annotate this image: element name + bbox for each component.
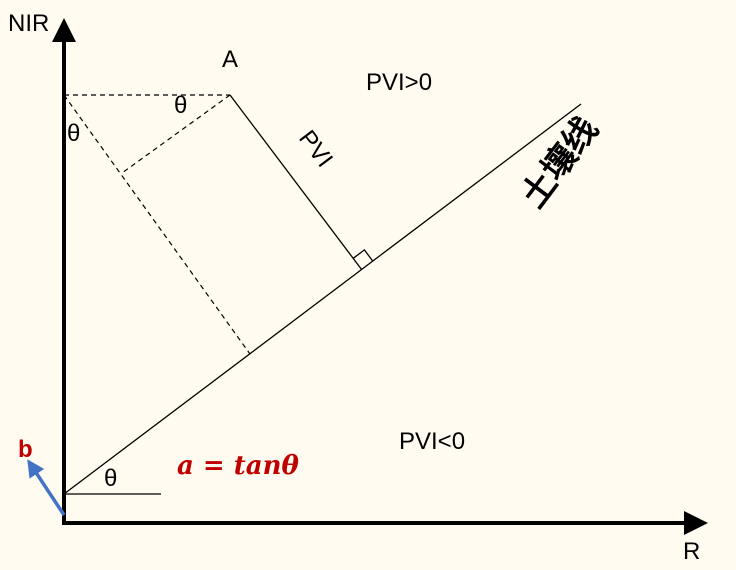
dashed-from-a [121,94,231,174]
pvi-positive-label: PVI>0 [366,69,432,96]
construction-lines [63,94,251,355]
intercept-arrow [27,459,66,516]
slope-formula: a = tanθ [177,451,299,481]
right-angle-marker [352,248,374,262]
soil-line [63,103,582,495]
pvi-label: PVI [293,125,338,172]
r-axis-label: R [683,538,700,565]
theta-left-label: θ [67,120,80,147]
intercept-label: b [18,436,33,463]
soil-line-label: 土壤线 [513,110,606,216]
theta-top-label: θ [174,92,187,119]
point-a-label: A [222,46,238,73]
theta-bottom-label: θ [104,465,117,492]
pvi-negative-label: PVI<0 [399,428,465,455]
nir-axis-label: NIR [8,10,49,37]
dashed-to-soil-line [63,94,251,355]
pvi-perpendicular [229,94,363,270]
